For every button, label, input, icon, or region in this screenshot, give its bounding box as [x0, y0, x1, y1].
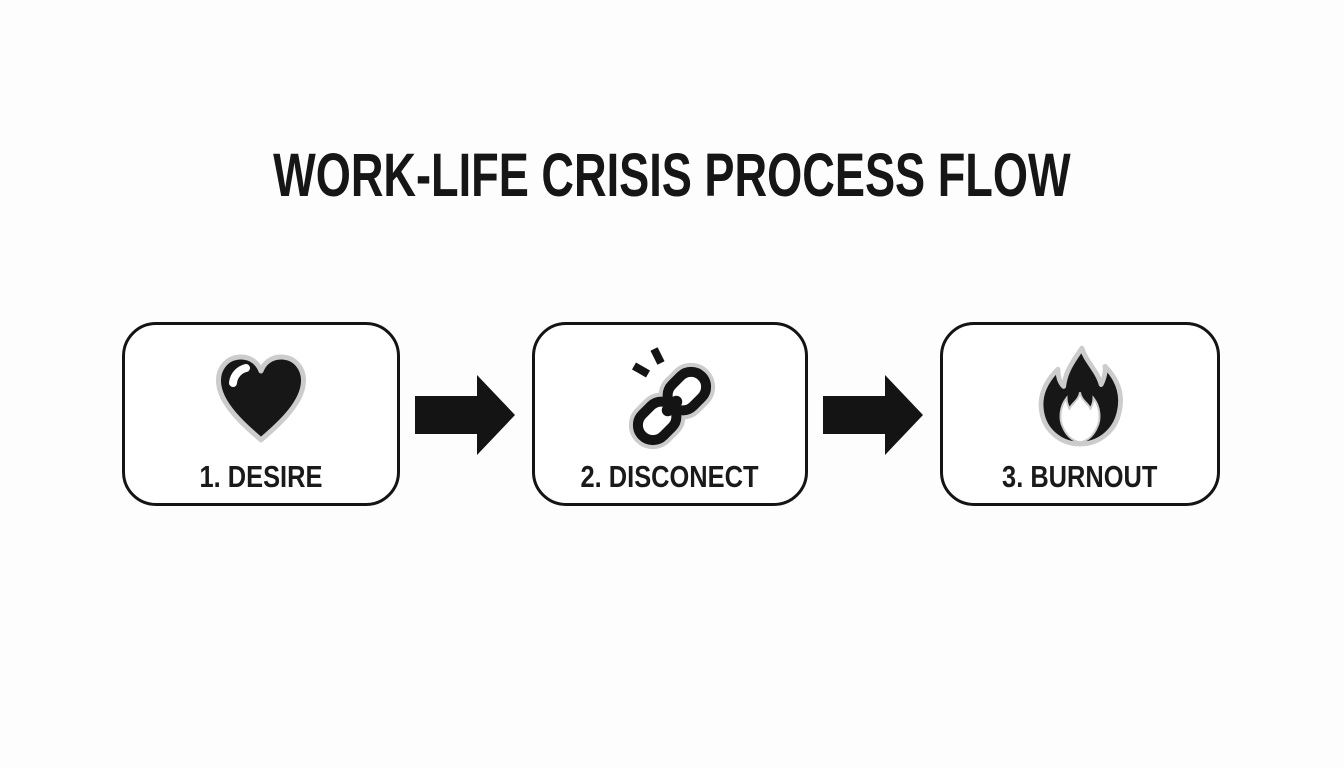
step-label: 1. DESIRE: [199, 459, 323, 494]
step-box-burnout: 3. BURNOUT: [940, 322, 1220, 506]
arrow-right-svg: [415, 375, 515, 455]
page-title-text: WORK-LIFE CRISIS PROCESS FLOW: [273, 141, 1071, 209]
heart-icon: [211, 339, 311, 457]
step-box-disconect: 2. DISCONECT: [532, 322, 808, 506]
arrow-right-svg: [823, 375, 923, 455]
flame-icon: [1032, 339, 1128, 457]
step-label: 3. BURNOUT: [1002, 459, 1158, 494]
arrow-right-icon: [823, 375, 923, 455]
broken-chain-svg: [628, 347, 716, 450]
step-label: 2. DISCONECT: [581, 459, 759, 494]
broken-chain-icon: [614, 339, 726, 457]
arrow-right-icon: [415, 375, 515, 455]
step-box-desire: 1. DESIRE: [122, 322, 400, 506]
flame-icon-svg: [1038, 345, 1123, 447]
page-title: WORK-LIFE CRISIS PROCESS FLOW: [0, 140, 1344, 210]
heart-icon-svg: [216, 354, 306, 443]
